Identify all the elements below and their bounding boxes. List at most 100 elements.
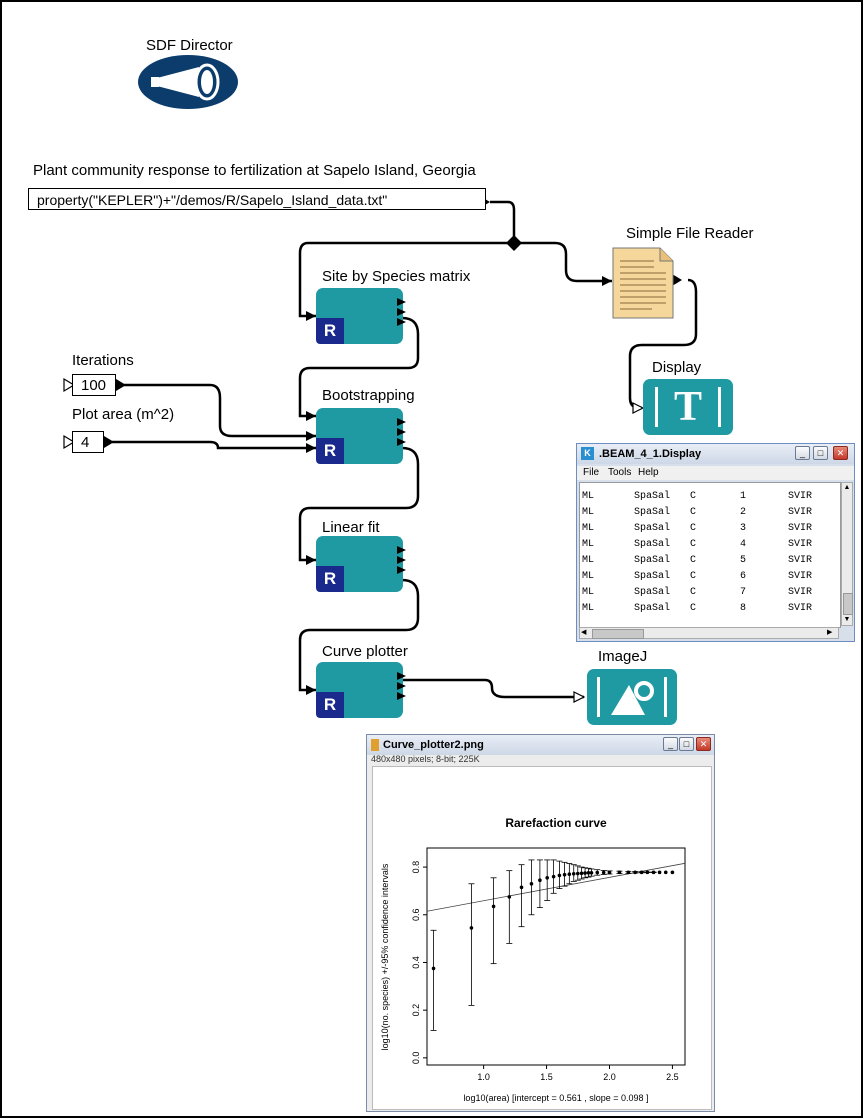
data-point <box>586 871 591 875</box>
table-cell: ML <box>582 539 595 550</box>
plot-area-field[interactable]: 4 <box>72 431 104 453</box>
table-cell: SVIR <box>788 539 813 550</box>
data-point <box>663 870 668 875</box>
table-cell: 6 <box>740 571 747 582</box>
data-point <box>633 870 637 875</box>
bracket-right <box>664 677 667 717</box>
table-cell: ML <box>582 491 595 502</box>
data-point <box>551 874 556 879</box>
r-icon: R <box>316 566 344 592</box>
curve-plotter-actor[interactable]: R <box>316 662 406 718</box>
horizontal-scrollbar[interactable]: ◀ ▶ <box>579 627 839 639</box>
port-site-input <box>306 311 316 321</box>
rarefaction-chart: Rarefaction curve log10(area) [intercept… <box>380 816 686 1103</box>
menu-tools[interactable]: Tools <box>608 467 632 478</box>
minimize-icon[interactable]: _ <box>663 737 678 751</box>
text-display-icon: T <box>673 384 702 430</box>
vertical-scroll-thumb[interactable] <box>843 593 853 615</box>
bracket-left <box>655 387 658 427</box>
maximize-icon[interactable]: □ <box>813 446 828 460</box>
port-plotarea-output <box>104 436 114 448</box>
port-boot-input-2 <box>306 431 316 441</box>
table-cell: SVIR <box>788 587 813 598</box>
display-window-titlebar[interactable]: K .BEAM_4_1.Display _ □ ✕ <box>577 444 854 464</box>
display-actor[interactable]: T <box>643 379 733 435</box>
horizontal-scroll-thumb[interactable] <box>592 629 644 639</box>
link-relation-to-reader <box>514 241 612 283</box>
data-point <box>589 871 594 875</box>
imagej-actor[interactable] <box>587 669 677 725</box>
y-tick-label: 0.8 <box>411 861 421 874</box>
data-point <box>579 871 584 876</box>
data-point <box>626 870 631 875</box>
x-tick-label: 1.5 <box>540 1072 553 1082</box>
close-icon[interactable]: ✕ <box>696 737 711 751</box>
close-icon[interactable]: ✕ <box>833 446 848 460</box>
curve-plotter-label: Curve plotter <box>322 643 408 660</box>
x-axis-label: log10(area) [intercept = 0.561 , slope =… <box>463 1093 648 1103</box>
iterations-field[interactable]: 100 <box>72 374 116 396</box>
display-window[interactable]: K .BEAM_4_1.Display _ □ ✕ File Tools Hel… <box>576 443 855 642</box>
bootstrapping-label: Bootstrapping <box>322 387 415 404</box>
scroll-left-icon[interactable]: ◀ <box>581 629 587 636</box>
link-iterations-to-bootstrap <box>124 383 316 438</box>
table-cell: C <box>690 491 697 502</box>
site-by-species-actor[interactable]: R <box>316 288 406 344</box>
port-reader-input <box>602 276 612 286</box>
menu-file[interactable]: File <box>583 467 600 478</box>
y-tick-label: 0.6 <box>411 909 421 922</box>
scroll-up-icon[interactable]: ▲ <box>843 484 851 491</box>
file-path-parameter[interactable]: property("KEPLER")+"/demos/R/Sapelo_Isla… <box>28 188 486 210</box>
linear-fit-actor[interactable]: R <box>316 536 406 592</box>
link-site-to-bootstrap <box>298 316 420 418</box>
minimize-icon[interactable]: _ <box>795 446 810 460</box>
table-cell: ML <box>582 523 595 534</box>
x-tick-label: 2.5 <box>666 1072 679 1082</box>
link-reader-to-display <box>628 278 698 410</box>
link-relation-to-site <box>298 241 514 318</box>
x-tick-label: 2.0 <box>603 1072 616 1082</box>
link-curve-to-imagej <box>402 678 584 699</box>
plot-window[interactable]: Curve_plotter2.png _ □ ✕ 480x480 pixels;… <box>366 734 715 1112</box>
data-point <box>575 871 580 876</box>
imagej-label: ImageJ <box>598 648 648 665</box>
r-icon: R <box>316 318 344 344</box>
display-window-title: .BEAM_4_1.Display <box>599 448 702 460</box>
table-cell: 3 <box>740 523 747 534</box>
table-cell: SpaSal <box>634 523 671 534</box>
table-cell: 5 <box>740 555 747 566</box>
data-point <box>545 876 549 880</box>
document-icon[interactable] <box>612 247 674 319</box>
menu-help[interactable]: Help <box>638 467 659 478</box>
data-point <box>617 870 622 875</box>
table-cell: SpaSal <box>634 555 671 566</box>
data-point <box>651 870 656 875</box>
scroll-down-icon[interactable]: ▼ <box>843 616 851 623</box>
plot-window-titlebar[interactable]: Curve_plotter2.png _ □ ✕ <box>367 735 714 755</box>
table-cell: SVIR <box>788 571 813 582</box>
data-point <box>583 871 587 875</box>
vertical-scrollbar[interactable]: ▲ ▼ <box>841 482 853 626</box>
y-tick-label: 0.2 <box>411 1004 421 1017</box>
scroll-right-icon[interactable]: ▶ <box>827 629 833 636</box>
port-curve-input <box>306 685 316 695</box>
display-label: Display <box>652 359 702 376</box>
workflow-title: Plant community response to fertilizatio… <box>33 162 476 179</box>
table-cell: C <box>690 571 697 582</box>
iterations-label: Iterations <box>72 352 134 369</box>
table-cell: 7 <box>740 587 747 598</box>
maximize-icon[interactable]: □ <box>679 737 694 751</box>
linear-fit-label: Linear fit <box>322 519 380 536</box>
port-plotarea-input <box>63 434 76 450</box>
sdf-director-icon[interactable] <box>137 54 239 110</box>
data-point <box>562 872 567 877</box>
link-bootstrap-to-linear <box>298 446 420 562</box>
y-tick-label: 0.0 <box>411 1052 421 1065</box>
table-cell: SpaSal <box>634 491 671 502</box>
bootstrapping-actor[interactable]: R <box>316 408 406 464</box>
port-iterations-output <box>116 379 126 391</box>
table-cell: ML <box>582 603 595 614</box>
output-ports-icon <box>397 546 406 574</box>
table-cell: ML <box>582 555 595 566</box>
